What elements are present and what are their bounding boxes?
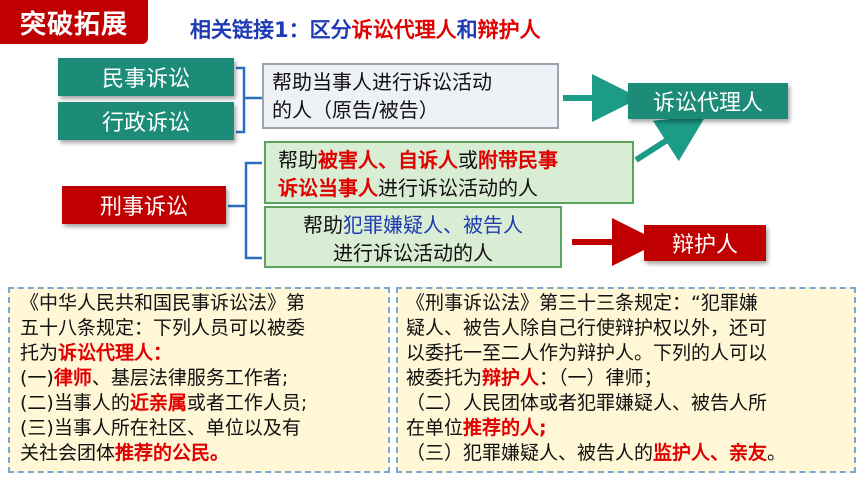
title-term-agent: 诉讼代理人 bbox=[351, 18, 457, 42]
pl-line6: (三)当事人所在社区、单位以及有 bbox=[20, 417, 301, 439]
defender-box: 辩护人 bbox=[644, 225, 766, 261]
title-term-defender: 辩护人 bbox=[477, 18, 541, 42]
pl-line7: 关社会团体推荐的公民。 bbox=[20, 441, 382, 466]
pr-l7r: 监护人、亲友 bbox=[653, 442, 768, 464]
pl-l4r: 律师 bbox=[53, 367, 92, 389]
pl-l3r: 诉讼代理人： bbox=[58, 342, 173, 364]
pl-l3a: 托为 bbox=[20, 342, 59, 364]
pr-line6: 在单位推荐的人; bbox=[406, 416, 850, 441]
pr-l4r: 辩护人 bbox=[482, 367, 540, 389]
pr-line1: 《刑事诉讼法》第三十三条规定：“犯罪嫌 bbox=[406, 292, 758, 314]
pr-l4a: 被委托为 bbox=[406, 367, 483, 389]
desc-defender: 帮助犯罪嫌疑人、被告人 进行诉讼活动的人 bbox=[264, 206, 562, 268]
pl-l5b: 或者工作人员; bbox=[186, 392, 308, 414]
desc3-b1: 犯罪嫌疑人、被告人 bbox=[343, 213, 523, 237]
criminal-law-article-panel: 《刑事诉讼法》第三十三条规定：“犯罪嫌 疑人、被告人除自己行使辩护权以外，还可 … bbox=[396, 287, 856, 473]
desc3-line1: 帮助犯罪嫌疑人、被告人 bbox=[266, 211, 560, 239]
desc-civil-agent: 帮助当事人进行诉讼活动 的人（原告/被告） bbox=[262, 63, 559, 129]
desc-criminal-agent: 帮助被害人、自诉人或附带民事 诉讼当事人进行诉讼活动的人 bbox=[264, 141, 634, 204]
pr-line7: （三）犯罪嫌疑人、被告人的监护人、亲友。 bbox=[406, 441, 850, 466]
pl-l5r: 近亲属 bbox=[129, 392, 187, 414]
pl-l4b: 、基层法律服务工作者; bbox=[91, 367, 289, 389]
desc2-p2: 或 bbox=[458, 148, 478, 172]
desc2-r2: 附带民事 bbox=[478, 148, 558, 172]
desc3-line2: 进行诉讼活动的人 bbox=[333, 241, 493, 265]
page-title: 相关链接1：区分诉讼代理人和辩护人 bbox=[190, 14, 541, 44]
administrative-litigation-box: 行政诉讼 bbox=[58, 102, 234, 140]
pr-l6a: 在单位 bbox=[406, 417, 464, 439]
desc2-p1: 帮助 bbox=[278, 148, 318, 172]
desc2-r3: 诉讼当事人 bbox=[278, 176, 378, 200]
brace-lower bbox=[228, 161, 262, 260]
litigation-agent-box: 诉讼代理人 bbox=[628, 83, 788, 119]
pr-l6r: 推荐的人; bbox=[463, 417, 547, 439]
arrow-desc2-agent bbox=[634, 115, 707, 163]
pl-line2: 五十八条规定：下列人员可以被委 bbox=[20, 317, 306, 339]
pl-l7r: 推荐的公民。 bbox=[115, 442, 230, 464]
pl-l7a: 关社会团体 bbox=[20, 442, 116, 464]
desc1-line2: 的人（原告/被告） bbox=[272, 98, 439, 122]
pr-l7a: （三）犯罪嫌疑人、被告人的 bbox=[406, 442, 654, 464]
desc3-p1: 帮助 bbox=[303, 213, 343, 237]
pl-line4: (一)律师、基层法律服务工作者; bbox=[20, 366, 382, 391]
civil-law-article-panel: 《中华人民共和国民事诉讼法》第 五十八条规定：下列人员可以被委 托为诉讼代理人：… bbox=[8, 287, 390, 473]
section-tag: 突破拓展 bbox=[0, 0, 148, 44]
pl-l5a: (二)当事人的 bbox=[20, 392, 130, 414]
desc2-line2: 诉讼当事人进行诉讼活动的人 bbox=[278, 174, 632, 202]
pr-line4: 被委托为辩护人：（一）律师； bbox=[406, 366, 850, 391]
pr-l7b: 。 bbox=[767, 442, 787, 464]
criminal-litigation-box: 刑事诉讼 bbox=[62, 186, 226, 224]
desc1-line1: 帮助当事人进行诉讼活动 bbox=[272, 70, 492, 94]
pl-line1: 《中华人民共和国民事诉讼法》第 bbox=[20, 292, 306, 314]
brace-upper bbox=[236, 66, 262, 134]
pr-line2: 疑人、被告人除自己行使辩护权以外，还可 bbox=[406, 317, 768, 339]
pr-line5: （二）人民团体或者犯罪嫌疑人、被告人所 bbox=[406, 392, 768, 414]
pl-l4a: (一) bbox=[20, 367, 54, 389]
pl-line5: (二)当事人的近亲属或者工作人员; bbox=[20, 391, 382, 416]
desc2-p3: 进行诉讼活动的人 bbox=[378, 176, 538, 200]
title-and: 和 bbox=[456, 18, 478, 42]
pr-l4b: ：（一）律师； bbox=[539, 367, 663, 389]
civil-litigation-box: 民事诉讼 bbox=[58, 58, 234, 96]
title-prefix: 相关链接1：区分 bbox=[190, 18, 352, 42]
pl-line3: 托为诉讼代理人： bbox=[20, 341, 382, 366]
desc2-line1: 帮助被害人、自诉人或附带民事 bbox=[278, 146, 632, 174]
desc2-r1: 被害人、自诉人 bbox=[318, 148, 458, 172]
pr-line3: 以委托一至二人作为辩护人。下列的人可以 bbox=[406, 342, 768, 364]
